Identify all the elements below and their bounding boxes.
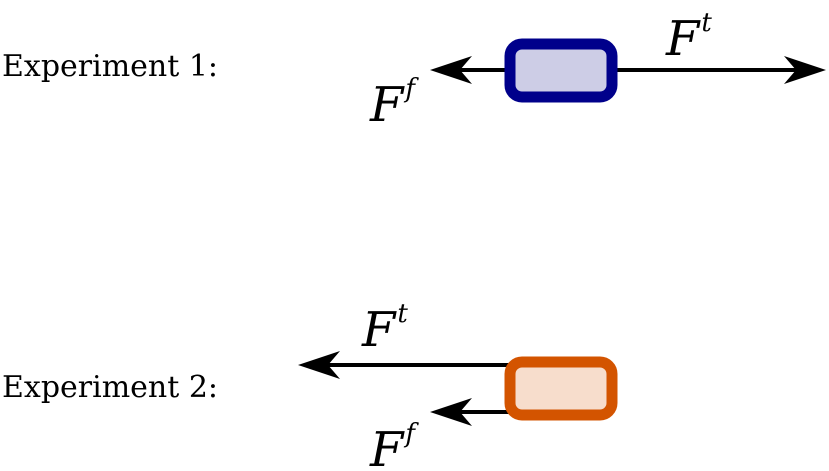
experiment-2: Experiment 2: Ft Ff [2, 299, 618, 471]
experiment-1-friction-arrow [430, 56, 512, 84]
experiment-1-friction-label: Ff [369, 74, 419, 133]
experiment-2-tension-label: Ft [361, 299, 408, 358]
experiment-1: Experiment 1: Ft Ff [2, 8, 826, 133]
experiment-2-friction-label: Ff [369, 419, 419, 471]
experiment-2-label: Experiment 2: [2, 370, 218, 405]
experiment-2-tension-arrow [298, 351, 512, 379]
experiment-1-block [504, 38, 618, 103]
experiment-1-tension-label: Ft [665, 8, 712, 67]
experiment-1-label: Experiment 1: [2, 49, 218, 84]
experiment-1-tension-arrow [612, 56, 826, 84]
experiment-2-friction-arrow [430, 398, 512, 426]
experiment-2-block [504, 356, 618, 421]
